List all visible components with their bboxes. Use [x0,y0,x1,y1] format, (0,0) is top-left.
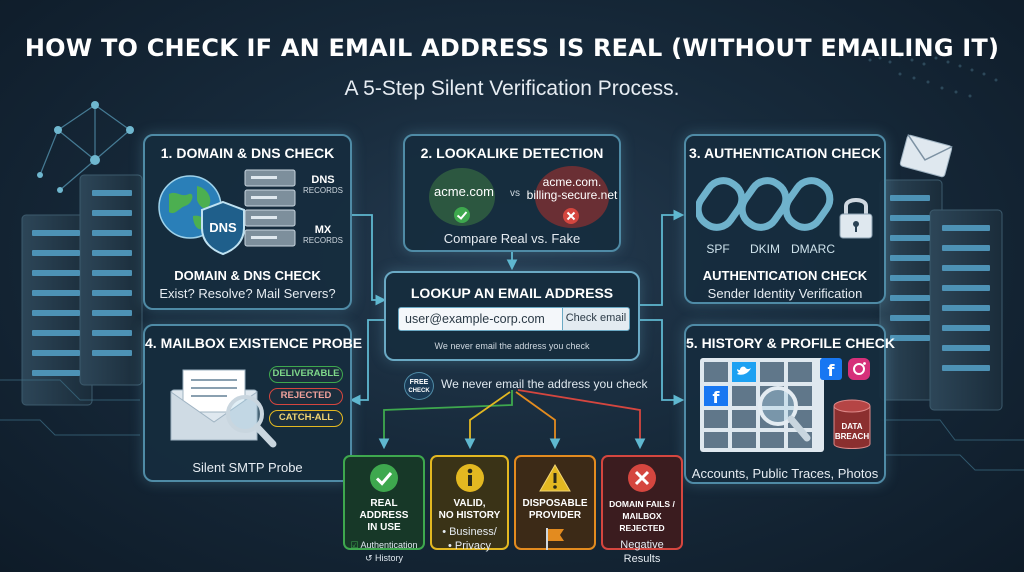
result-disposable-provider: DISPOSABLE PROVIDER [514,455,596,550]
dns-shield-label: DNS [209,220,237,235]
vs-label: vs [510,188,520,199]
step5-caption: Accounts, Public Traces, Photos [691,466,879,481]
info-icon [455,464,484,492]
step4-panel: 4. MAILBOX EXISTENCE PROBE DELIVERABLE R… [143,324,363,482]
step2-panel: 2. LOOKALIKE DETECTION acme.com vs acme.… [403,134,621,252]
check-email-button[interactable]: Check email [562,307,630,331]
database-icon [833,399,871,449]
checkmark-icon [454,207,470,223]
step5-panel: 5. HISTORY & PROFILE CHECK f f DATA BREA… [684,324,895,484]
step2-caption: Compare Real vs. Fake [443,231,581,246]
data-breach-label: DATA BREACH [834,422,870,441]
mx-records-label: MX RECORDS [302,224,343,245]
free-check-text: We never email the address you check [441,377,648,391]
step1-title: 1. DOMAIN & DNS CHECK [160,145,335,161]
dns-records-label: DNS RECORDS [302,174,343,195]
protocol-dkim: DKIM [750,242,780,256]
magnifier-icon [758,386,811,442]
flag-icon [546,528,564,550]
status-catch-all: CATCH-ALL [269,410,343,427]
lookup-title: LOOKUP AN EMAIL ADDRESS [410,285,614,301]
free-check-badge: FREE CHECK [404,372,434,400]
envelope-icon [899,134,953,178]
status-deliverable: DELIVERABLE [269,366,343,383]
email-input[interactable] [398,307,564,331]
left-server-racks [21,174,143,406]
page-title: HOW TO CHECK IF AN EMAIL ADDRESS IS REAL… [24,34,1000,62]
lookup-note: We never email the address you check [434,341,590,351]
facebook-icon [704,386,728,406]
page-subtitle: A 5-Step Silent Verification Process. [344,77,680,100]
step2-title: 2. LOOKALIKE DETECTION [420,145,604,161]
step1-caption-title: DOMAIN & DNS CHECK [174,268,321,283]
chain-link-icon [696,177,834,231]
result-real-address: REAL ADDRESS IN USE ☑ Authentication ↺ H… [343,455,425,563]
x-mark-icon [563,208,579,224]
step1-caption: Exist? Resolve? Mail Servers? [159,286,336,301]
step3-panel: 3. AUTHENTICATION CHECK SPF DKIM DMARC A… [684,134,886,304]
step3-caption: Sender Identity Verification [707,286,863,301]
protocol-dmarc: DMARC [791,242,835,256]
facebook-icon: f [820,358,842,380]
x-mark-icon [628,464,656,492]
fake-domain: acme.com. billing-secure.net [526,175,618,202]
shield-icon [201,200,245,256]
result-domain-fails: DOMAIN FAILS / MAILBOX REJECTED Negative… [601,455,683,565]
step4-caption: Silent SMTP Probe [192,460,303,475]
svg-text:f: f [828,361,836,380]
checkmark-icon [370,464,398,492]
shield-check-icon: ☑ [350,540,359,550]
world-map-dots [868,54,998,98]
lookup-panel: LOOKUP AN EMAIL ADDRESS Check email We n… [384,271,640,361]
svg-text:f: f [713,388,721,407]
warning-icon [539,463,571,492]
network-graph [39,104,131,191]
result-valid-no-history: VALID, NO HISTORY • Business/ • Privacy [430,455,509,552]
step4-title: 4. MAILBOX EXISTENCE PROBE [145,335,363,351]
right-server-racks [879,179,1003,411]
step3-caption-title: AUTHENTICATION CHECK [702,268,868,283]
step3-title: 3. AUTHENTICATION CHECK [688,145,882,161]
step5-title: 5. HISTORY & PROFILE CHECK [686,335,895,351]
magnifier-icon [226,395,277,448]
step1-panel: 1. DOMAIN & DNS CHECK DNS DNS RECORDS MX… [143,134,352,310]
padlock-icon [839,198,873,239]
instagram-icon [848,358,870,380]
status-rejected: REJECTED [269,388,343,405]
real-domain: acme.com [434,184,494,199]
clock-icon: ↺ [364,553,373,563]
protocol-spf: SPF [706,242,730,256]
server-stack-icon [244,169,296,247]
